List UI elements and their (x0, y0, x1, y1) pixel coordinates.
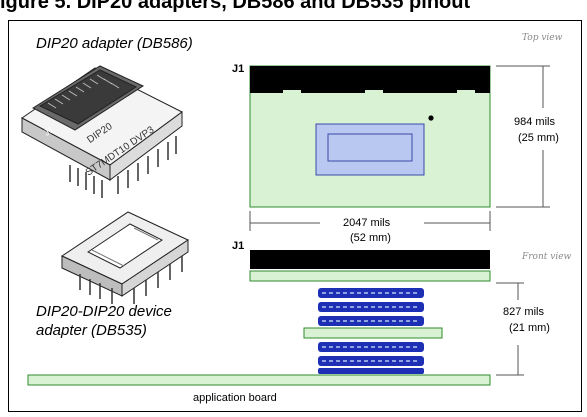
device-adapter-label-line2: adapter (DB535) (36, 322, 147, 339)
db535-adapter-drawing (60, 211, 190, 304)
width-dimension (249, 211, 491, 231)
application-board-label: application board (193, 392, 277, 404)
pin1-marker (428, 115, 434, 121)
figure-caption: igure 5. DIP20 adapters, DB586 and DB535… (0, 0, 587, 14)
stack-mils: 827 mils (503, 306, 544, 318)
height-mm: (25 mm) (518, 132, 559, 144)
width-mils: 2047 mils (343, 217, 391, 229)
front-view-connector (250, 250, 490, 269)
device-adapter-label-line1: DIP20-DIP20 device (36, 303, 172, 320)
dip20-adapter-label: DIP20 adapter (DB586) (36, 35, 193, 52)
height-dimension (496, 65, 550, 208)
figure-title: igure 5. DIP20 adapters, DB586 and DB535… (0, 0, 471, 13)
connector-label-front: J1 (232, 240, 245, 252)
stack-dimension (496, 282, 524, 376)
top-view-connector (250, 66, 490, 93)
connector-notches (283, 90, 475, 93)
lower-socket-stack (318, 342, 424, 374)
connector-label-top: J1 (232, 63, 245, 75)
device-adapter-board (303, 327, 443, 339)
figure-frame (8, 20, 582, 412)
height-mils: 984 mils (514, 116, 555, 128)
width-mm: (52 mm) (350, 232, 391, 244)
db586-adapter-drawing (21, 65, 183, 198)
application-board-shape (27, 374, 491, 386)
upper-socket-stack (318, 288, 424, 326)
front-view-adapter-board (249, 270, 491, 282)
front-view-label: Front view (522, 252, 572, 262)
stack-mm: (21 mm) (509, 322, 550, 334)
top-view-label: Top view (522, 33, 563, 43)
top-view-chip (327, 133, 413, 162)
